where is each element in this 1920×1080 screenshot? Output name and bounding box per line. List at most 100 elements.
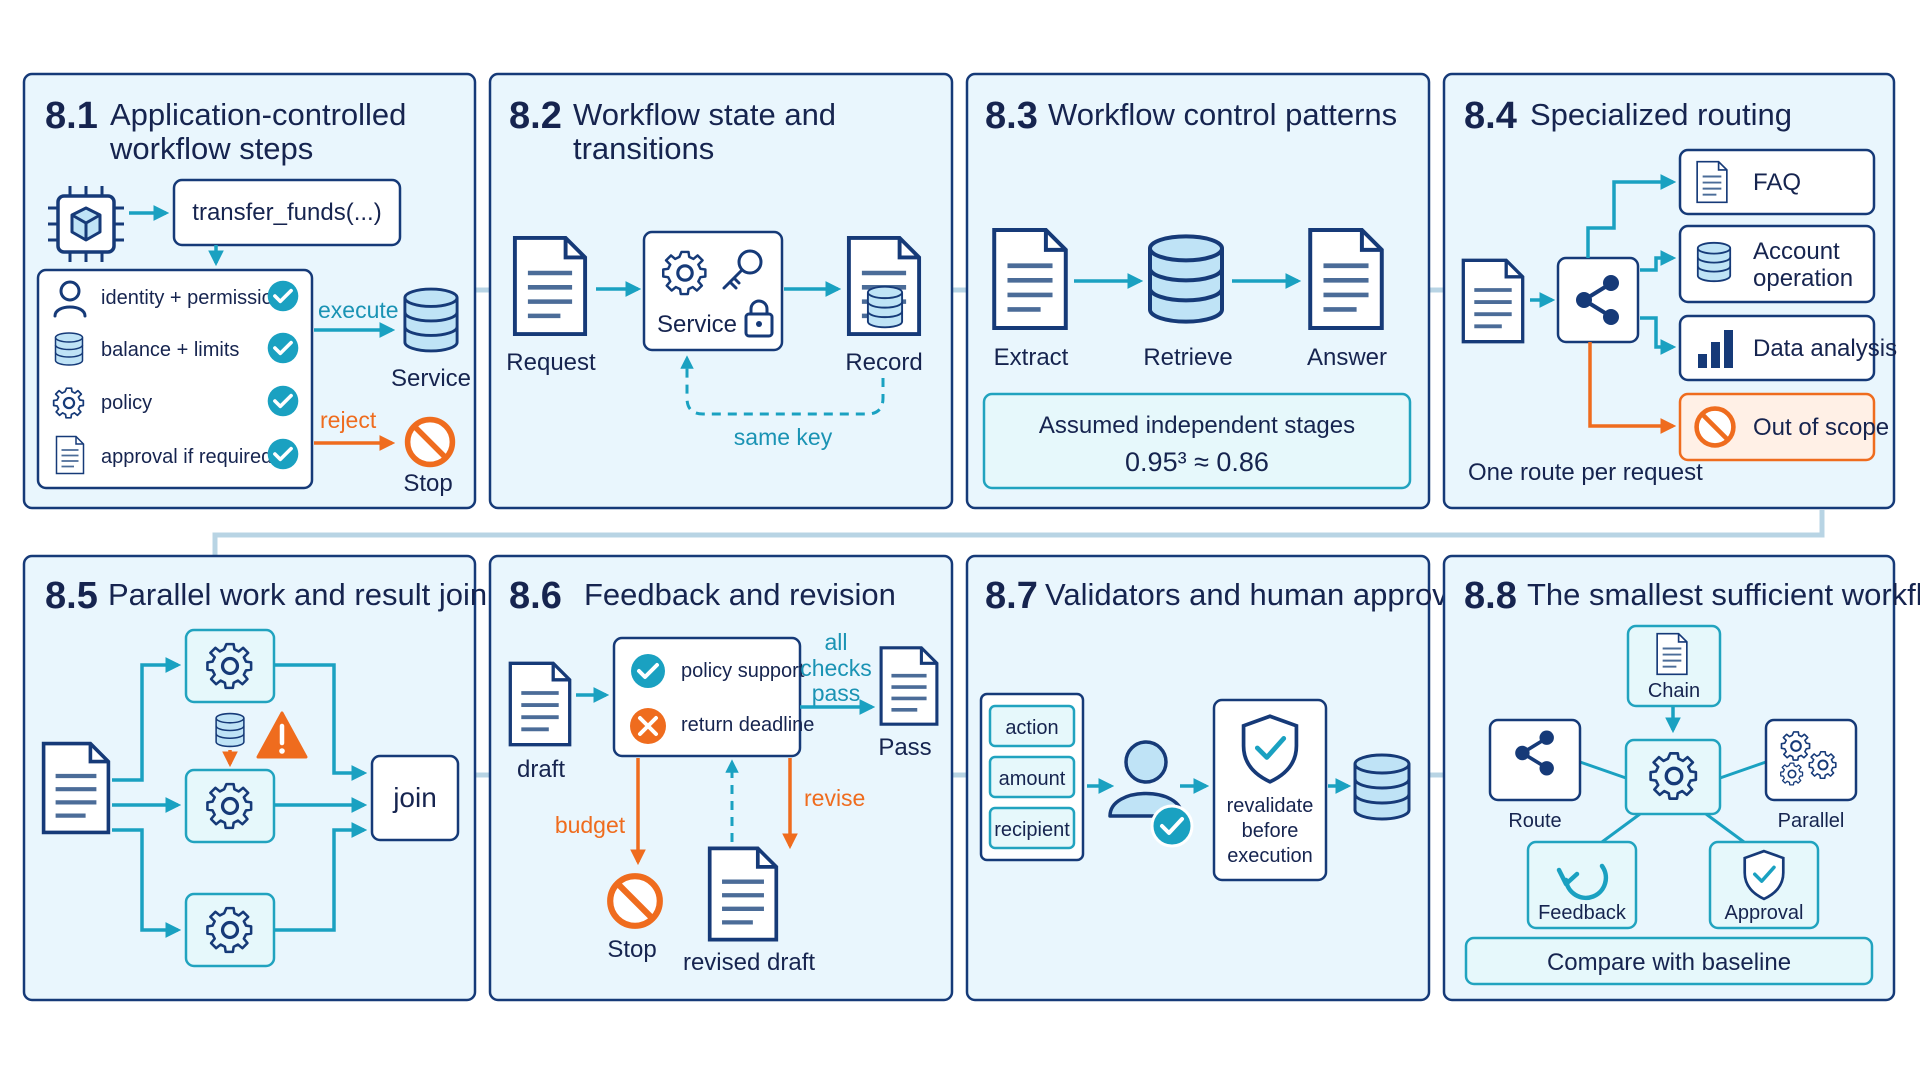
router-box: [1556, 256, 1640, 344]
user-check-icon: [1108, 740, 1194, 848]
document-icon: [1656, 632, 1688, 676]
record-label: Record: [845, 349, 922, 376]
checks-box: [36, 268, 314, 490]
panel-title: The smallest sufficient workflow: [1527, 577, 1920, 612]
document-icon: [55, 435, 85, 475]
feedback-box: [1526, 840, 1638, 930]
document-icon: [510, 663, 569, 744]
panel-number: 8.4: [1464, 95, 1517, 137]
panel-title: Feedback and revision: [584, 577, 896, 612]
panel-number: 8.6: [509, 575, 562, 617]
extract-label: Extract: [994, 344, 1069, 371]
check-row: policy: [52, 383, 301, 419]
panel-number: 8.1: [45, 95, 98, 137]
panel-8-6: 8.6 Feedback and revision draft policy s…: [488, 554, 954, 1002]
panel-title-line2: transitions: [573, 131, 714, 166]
document-icon: [1463, 260, 1522, 341]
lock-icon: [744, 299, 774, 338]
document-icon: [879, 645, 939, 727]
database-icon: [54, 332, 84, 366]
check-label: identity + permissions: [101, 287, 294, 309]
panel-title: Validators and human approval: [1045, 577, 1472, 612]
panel-8-7: 8.7 Validators and human approval action…: [965, 554, 1472, 1002]
join-label: join: [392, 782, 437, 813]
check-icon: [265, 278, 301, 314]
check-icon: [629, 652, 667, 690]
check-label: balance + limits: [101, 339, 239, 361]
panel-8-3: 8.3 Workflow control patterns Extract Re…: [965, 72, 1431, 510]
check-label: approval if required: [101, 446, 272, 468]
parallel-box: [1764, 718, 1858, 802]
retrieve-label: Retrieve: [1143, 344, 1232, 371]
refresh-icon: [1556, 863, 1609, 901]
document-icon: [44, 744, 109, 833]
bar-chart-icon: [1698, 330, 1733, 368]
warning-icon: [256, 711, 308, 759]
check-icon: [265, 330, 301, 366]
field-label: recipient: [994, 819, 1070, 841]
document-icon: [710, 848, 777, 939]
database-icon: [215, 712, 245, 748]
key-icon: [722, 249, 763, 290]
field-action: [988, 704, 1076, 748]
assumption-line1: Assumed independent stages: [1039, 412, 1355, 439]
panel-title-line2: workflow steps: [109, 131, 313, 166]
panel-number: 8.3: [985, 95, 1038, 137]
field-amount: [988, 755, 1076, 799]
panel-title: Specialized routing: [1530, 97, 1792, 132]
service-label: Service: [657, 311, 737, 338]
database-icon: [1353, 753, 1411, 821]
panel-8-8: 8.8 The smallest sufficient workflow Cha…: [1442, 554, 1920, 1002]
data-analysis-label: Data analysis: [1753, 335, 1897, 362]
worker-box: [184, 768, 276, 844]
field-recipient: [988, 806, 1076, 850]
worker-box: [184, 892, 276, 968]
database-icon: [866, 285, 904, 329]
revise-label: revise: [804, 785, 865, 811]
answer-label: Answer: [1307, 344, 1387, 371]
user-icon: [53, 280, 87, 318]
ban-icon: [1697, 409, 1734, 446]
panel-8-4: 8.4 Specialized routing FAQ Account oper…: [1442, 72, 1897, 510]
check-row: balance + limits: [54, 330, 301, 366]
assumption-line2: 0.95³ ≈ 0.86: [1125, 447, 1269, 477]
document-icon: [994, 230, 1066, 328]
check-label: policy: [101, 392, 152, 414]
compare-baseline-box: [1464, 936, 1874, 986]
faq-label: FAQ: [1753, 169, 1801, 196]
feedback-label: Feedback: [1538, 902, 1627, 924]
panel-number: 8.7: [985, 575, 1038, 617]
all-checks-line1: all: [824, 629, 847, 655]
request-label: Request: [506, 349, 596, 376]
revised-draft-label: revised draft: [683, 949, 815, 976]
all-checks-line3: pass: [812, 680, 861, 706]
field-label: amount: [999, 768, 1066, 790]
database-icon: [403, 287, 459, 353]
worker-box: [184, 628, 276, 704]
route-label: Route: [1508, 810, 1561, 832]
revalidate-line3: execution: [1227, 845, 1313, 867]
execute-label: execute: [318, 297, 399, 323]
parallel-label: Parallel: [1778, 810, 1845, 832]
panel-8-2: 8.2 Workflow state and transitions Reque…: [488, 72, 954, 510]
workflow-core-box: [1624, 738, 1722, 816]
stop-label: Stop: [403, 470, 452, 497]
chain-label: Chain: [1648, 680, 1700, 702]
database-icon: [1696, 241, 1732, 283]
revalidate-line2: before: [1242, 820, 1299, 842]
route-out-of-scope: [1678, 392, 1876, 462]
panel-title-line1: Workflow state and: [573, 97, 836, 132]
panel-number: 8.5: [45, 575, 98, 617]
panel-title-line1: Application-controlled: [110, 97, 406, 132]
all-checks-line2: checks: [800, 655, 872, 681]
document-icon: [1310, 230, 1382, 328]
join-box: [370, 754, 460, 842]
reject-label: reject: [320, 407, 377, 433]
account-label-line2: operation: [1753, 265, 1853, 292]
check-icon: [265, 436, 301, 472]
check-row: identity + permissions: [53, 278, 301, 318]
ban-icon: [610, 876, 660, 926]
account-label-line1: Account: [1753, 238, 1840, 265]
